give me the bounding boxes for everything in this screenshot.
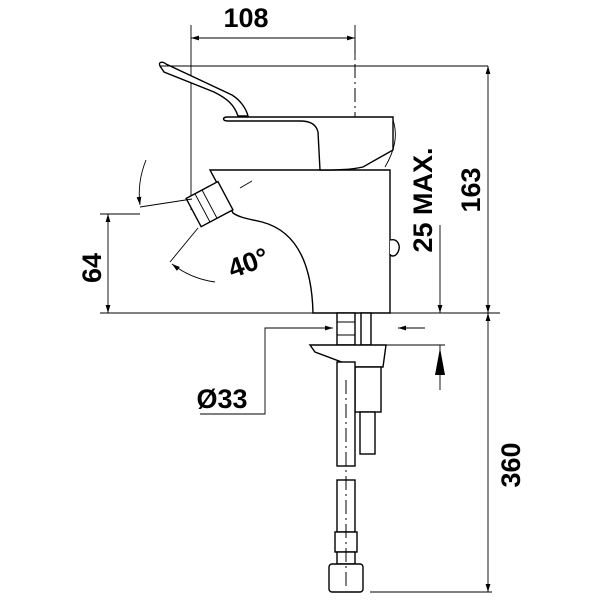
popup-knob — [389, 238, 400, 257]
dimension-popup-label: 25 MAX. — [408, 147, 438, 252]
dimension-diameter-label: Ø33 — [196, 384, 247, 414]
faucet-body — [158, 61, 488, 314]
mounting-assembly — [308, 312, 387, 593]
dimension-popup — [380, 225, 445, 390]
dimension-height-label: 163 — [456, 167, 486, 212]
dimension-diameter — [200, 325, 425, 415]
dimension-nozzle-height — [100, 213, 140, 313]
angle-label: 40° — [224, 242, 273, 284]
angle-indicator — [136, 159, 253, 283]
dimension-width-label: 108 — [223, 3, 268, 33]
dimension-hose-label: 360 — [496, 442, 526, 487]
bidet-nozzle — [185, 180, 234, 228]
dimension-nozzle-height-label: 64 — [77, 253, 107, 283]
